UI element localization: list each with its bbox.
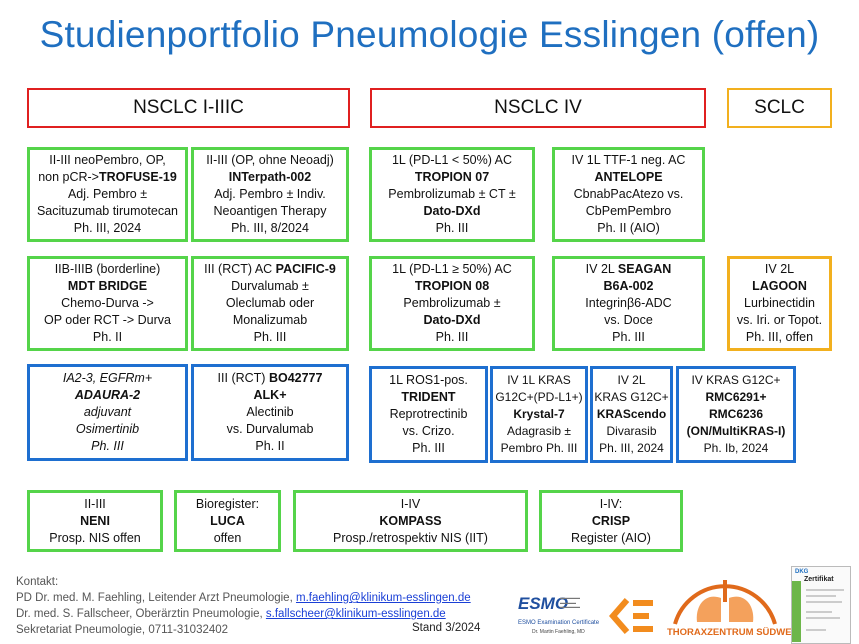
study-card-trident: 1L ROS1-pos. TRIDENT Reprotrectinib vs. … [369,366,488,463]
study-card-bo42777: III (RCT) BO42777 ALK+ Alectinib vs. Dur… [191,364,349,461]
study-name: Krystal-7 [513,407,565,421]
email-link-fallscheer[interactable]: s.fallscheer@klinikum-esslingen.de [265,608,446,620]
lungs-icon [673,580,777,625]
study-card-crisp: I-IV: CRISP Register (AIO) [539,490,683,552]
dkg-certificate-image: DKG Zertifikat [791,566,851,644]
study-card-kompass: I-IV KOMPASS Prosp./retrospektiv NIS (II… [293,490,528,552]
study-name: SEAGAN [617,262,672,276]
klinikum-esslingen-logo-icon [609,598,653,634]
study-name: ADAURA-2 [74,388,141,402]
email-link-faehling[interactable]: m.faehling@klinikum-esslingen.de [295,592,471,604]
study-card-trofuse: II-III neoPembro, OP, non pCR->TROFUSE-1… [27,147,188,242]
stand-date: Stand 3/2024 [412,622,481,634]
study-card-mdt-bridge: IIB-IIIB (borderline) MDT BRIDGE Chemo-D… [27,256,188,351]
study-name: TRIDENT [401,390,456,404]
study-card-seagan: IV 2L SEAGAN B6A-002 Integrinβ6-ADC vs. … [552,256,705,351]
esmo-certificate-logo: ESMO ▬▬▬▬▬▬▬▬▬▬▬▬▬▬ ESMO Examination Cer… [518,594,604,638]
study-name: LUCA [210,513,245,528]
study-name: BO42777 [268,371,323,385]
certificate-strip [792,581,801,642]
header-sclc: SCLC [727,88,832,128]
study-name: RMC6291+ [705,390,767,404]
study-name: LAGOON [752,279,807,293]
esmo-logo: ESMO [518,594,569,613]
study-name: TROPION 07 [414,170,490,184]
study-name: CRISP [591,513,631,528]
study-card-luca: Bioregister: LUCA offen [174,490,281,552]
header-nsclc-early: NSCLC I-IIIC [27,88,350,128]
study-card-neni: II-III NENI Prosp. NIS offen [27,490,163,552]
study-card-lagoon: IV 2L LAGOON Lurbinectidin vs. Iri. or T… [727,256,832,351]
study-name: TROPION 08 [414,279,490,293]
dkg-logo: DKG [795,569,809,575]
esmo-tagline-icon: ▬▬▬▬▬▬▬▬▬▬▬▬▬▬ [560,595,580,609]
study-card-tropion07: 1L (PD-L1 < 50%) AC TROPION 07 Pembroliz… [369,147,535,242]
study-card-krystal7: IV 1L KRAS G12C+(PD-L1+) Krystal-7 Adagr… [490,366,588,463]
study-name: PACIFIC-9 [275,262,336,276]
study-card-adaura2: IA2-3, EGFRm+ ADAURA-2 adjuvant Osimerti… [27,364,188,461]
study-card-rmc: IV KRAS G12C+ RMC6291+ RMC6236 (ON/Multi… [676,366,796,463]
study-card-krascendo: IV 2L KRAS G12C+ KRAScendo Divarasib Ph.… [590,366,673,463]
study-name: INTerpath-002 [228,170,312,184]
study-card-interpath: II-III (OP, ohne Neoadj) INTerpath-002 A… [191,147,349,242]
study-card-pacific9: III (RCT) AC PACIFIC-9 Durvalumab ± Olec… [191,256,349,351]
study-card-tropion08: 1L (PD-L1 ≥ 50%) AC TROPION 08 Pembroliz… [369,256,535,351]
contact-block: Kontakt: PD Dr. med. M. Faehling, Leiten… [16,576,471,636]
study-name: KRAScendo [596,407,667,421]
study-card-antelope: IV 1L TTF-1 neg. AC ANTELOPE CbnabPacAte… [552,147,705,242]
study-name: KOMPASS [379,513,442,528]
thoraxzentrum-logo: THORAXZENTRUM SÜDWEST [665,572,804,644]
study-name: MDT BRIDGE [67,279,148,293]
study-name: TROFUSE-19 [99,170,177,184]
header-nsclc-iv: NSCLC IV [370,88,706,128]
study-name: NENI [80,513,110,528]
page-title: Studienportfolio Pneumologie Esslingen (… [39,14,820,55]
study-name: ANTELOPE [594,170,663,184]
